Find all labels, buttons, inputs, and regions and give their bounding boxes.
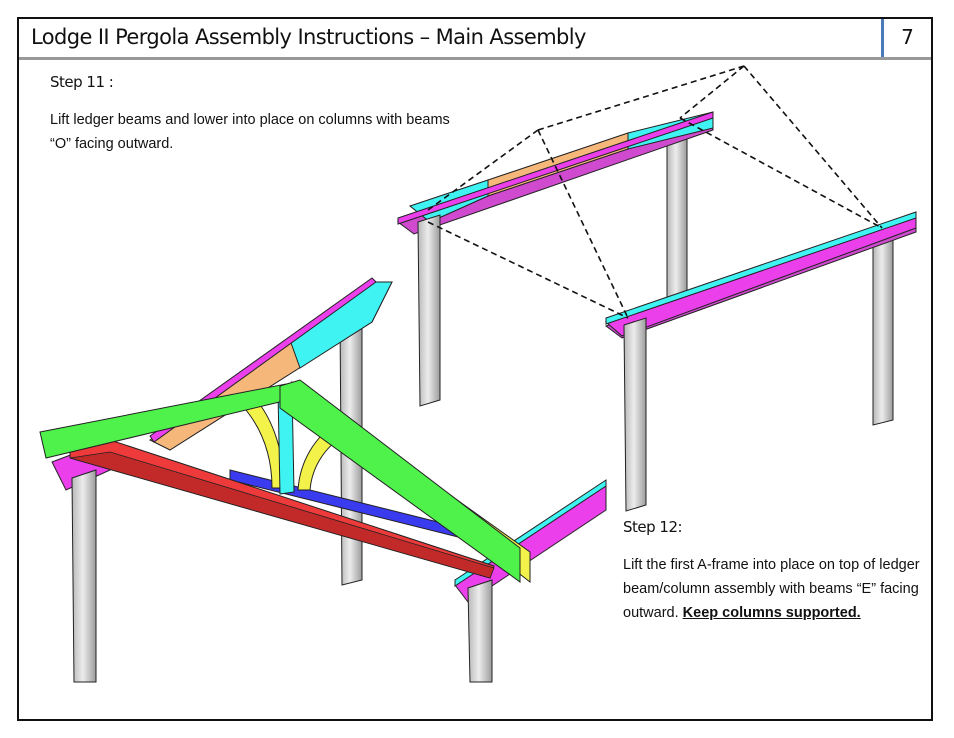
page-number-divider	[881, 19, 884, 57]
page-frame: Lodge II Pergola Assembly Instructions –…	[17, 17, 933, 721]
step12-text-block: Lift the first A-frame into place on top…	[623, 553, 923, 625]
step12-emphasis: Keep columns supported.	[682, 605, 861, 621]
column-front-left-lower	[71, 469, 97, 683]
column-front-right-lower	[467, 579, 493, 683]
step12-heading: Step 12:	[623, 518, 683, 536]
page-number: 7	[901, 25, 914, 49]
lift-lines	[427, 65, 883, 319]
page-header: Lodge II Pergola Assembly Instructions –…	[19, 19, 931, 60]
step12-text: Lift the first A-frame into place on top…	[623, 557, 920, 621]
column-back-left	[417, 214, 441, 407]
page-title: Lodge II Pergola Assembly Instructions –…	[31, 25, 586, 49]
ledger-beam-front	[604, 211, 917, 339]
step11-ledger-assembly	[396, 65, 917, 512]
step11-heading: Step 11 :	[50, 73, 114, 91]
green-right-rafter	[279, 379, 521, 583]
step12-aframe-assembly	[39, 277, 607, 683]
column-front-left	[623, 317, 647, 512]
step11-text: Lift ledger beams and lower into place o…	[50, 112, 450, 152]
